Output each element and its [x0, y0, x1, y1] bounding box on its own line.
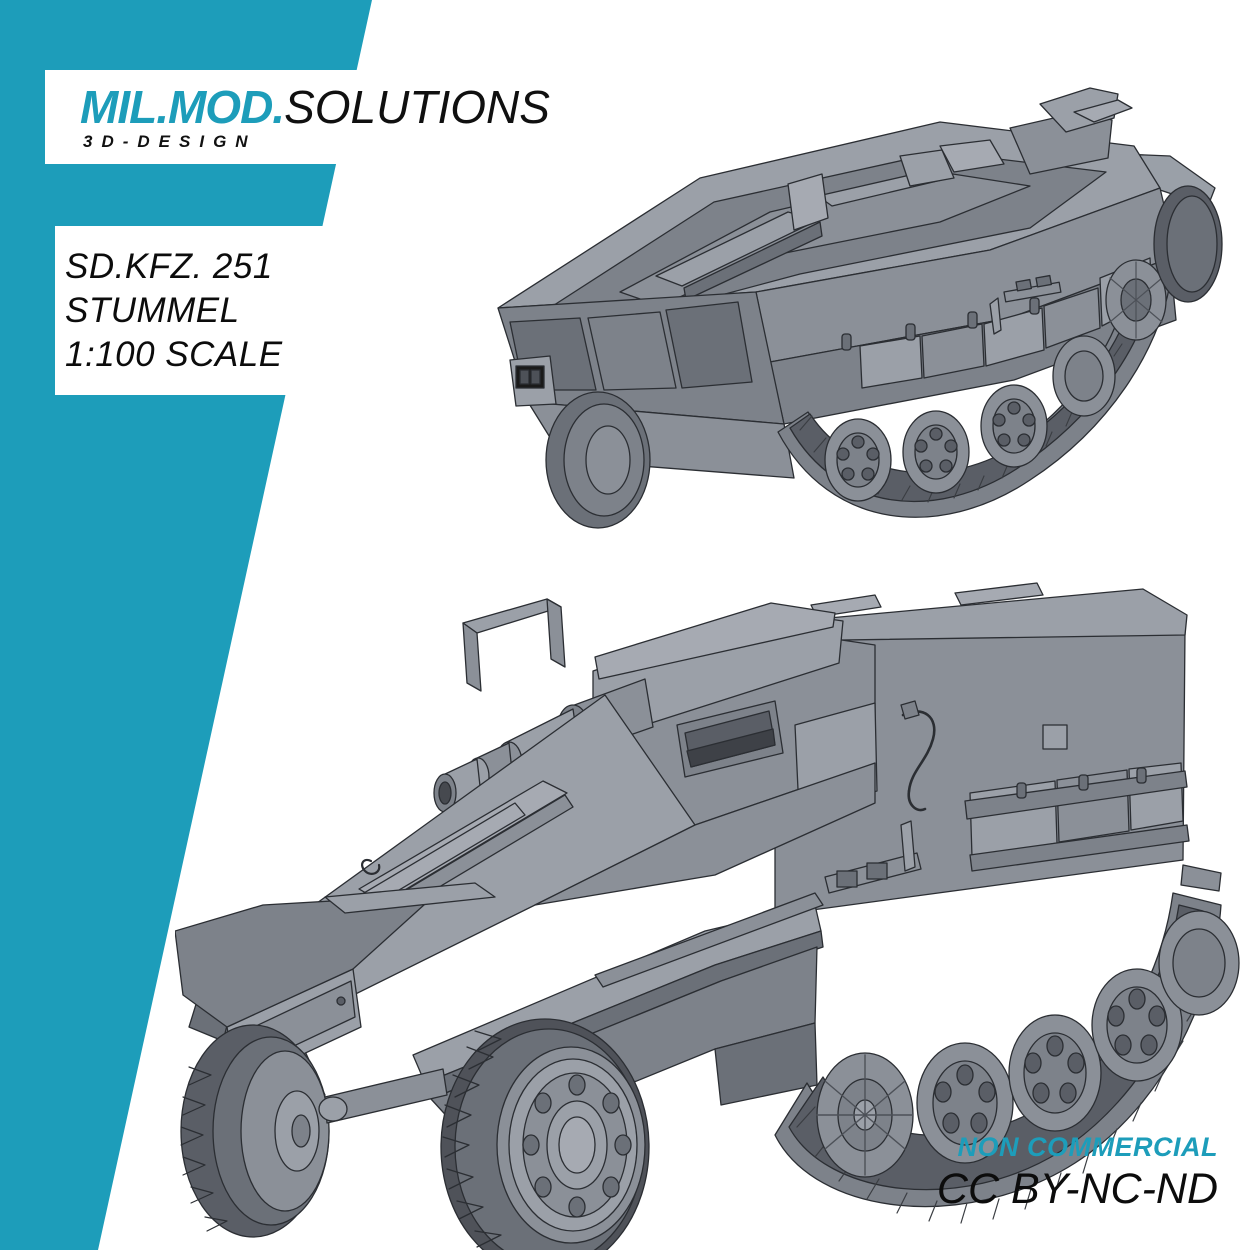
driver-vision-port	[676, 700, 784, 778]
product-scale: 1:100 SCALE	[65, 334, 283, 374]
logo-wordmark: MIL.MOD.SOLUTIONS	[45, 83, 605, 131]
grab-handles	[841, 297, 1040, 351]
tool-rack	[1003, 274, 1062, 303]
product-name: SD.KFZ. 251	[65, 246, 273, 286]
license-heading: NON COMMERCIAL	[957, 1132, 1218, 1162]
track-assembly	[774, 892, 1240, 1224]
stowage-latches	[1016, 767, 1147, 799]
vehicle-render-front-view	[175, 582, 1240, 1250]
side-hatch	[1042, 724, 1068, 750]
logo-tagline: 3D-DESIGN	[83, 131, 257, 151]
drive-sprocket	[1105, 259, 1167, 341]
radio-panel	[787, 173, 829, 231]
side-tool-rack	[824, 820, 922, 894]
brand-logo: MIL.MOD.SOLUTIONS 3D-DESIGN	[45, 70, 605, 164]
stowage-box-4	[1043, 287, 1101, 349]
rear-fender	[1180, 864, 1222, 892]
rear-left-road-wheel	[545, 391, 651, 529]
tyre-tread	[442, 1030, 502, 1248]
front-left-fender	[175, 894, 436, 1028]
stowage-box-1	[859, 335, 923, 389]
track-assembly-right	[777, 259, 1171, 518]
drive-sprocket-front	[816, 1052, 914, 1178]
interleaved-road-wheels	[916, 910, 1240, 1164]
stowage-box-2	[921, 323, 985, 379]
hood-handle	[361, 858, 381, 875]
lug-bolts	[522, 1074, 632, 1218]
front-wheel-near	[440, 1018, 650, 1250]
product-info-panel: SD.KFZ. 251 STUMMEL 1:100 SCALE	[55, 226, 355, 395]
roof-rail-left	[462, 598, 562, 634]
logo-secondary-text: SOLUTIONS	[284, 80, 550, 133]
front-right-wheel	[1153, 185, 1223, 303]
license-code: CC BY-NC-ND	[936, 1165, 1218, 1213]
muzzle-bore	[438, 781, 452, 805]
front-wheel-far	[180, 1024, 330, 1238]
logo-primary-text: MIL.MOD.	[80, 80, 285, 133]
vehicle-render-rear-view	[497, 87, 1223, 529]
product-variant: STUMMEL	[65, 290, 240, 330]
road-wheels	[824, 335, 1116, 502]
license-block: NON COMMERCIAL CC BY-NC-ND	[937, 1130, 1218, 1214]
